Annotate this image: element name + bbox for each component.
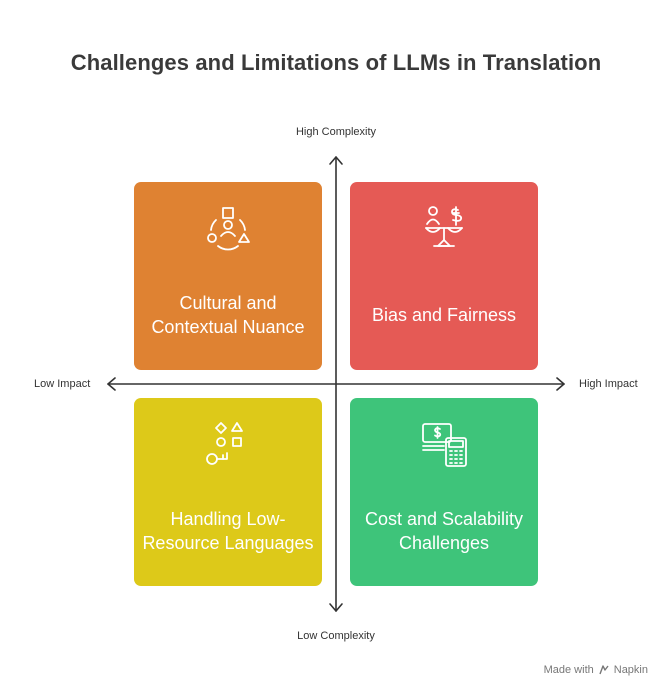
arrow-down-icon	[329, 603, 343, 612]
quadrant-label: Cultural and Contextual Nuance	[151, 293, 305, 337]
people-shapes-cycle-icon	[207, 207, 250, 251]
axis-label-top: High Complexity	[295, 126, 377, 138]
quadrant-cultural-nuance: Cultural and Contextual Nuance	[134, 182, 322, 370]
arrow-left-icon	[107, 377, 116, 391]
page-title: Challenges and Limitations of LLMs in Tr…	[70, 50, 602, 75]
arrow-up-icon	[329, 156, 343, 165]
quadrant-label: Bias and Fairness	[371, 305, 517, 325]
footer-brand: Napkin	[613, 664, 648, 676]
quadrant-low-resource-languages: Handling Low-Resource Languages	[134, 398, 322, 586]
axis-label-left: Low Impact	[34, 378, 91, 390]
shapes-key-icon	[206, 422, 243, 465]
napkin-logo-icon	[599, 665, 609, 675]
quadrant-label: Cost and Scalability Challenges	[364, 509, 524, 553]
axis-label-right: High Impact	[579, 378, 638, 390]
axis-label-bottom: Low Complexity	[297, 630, 375, 642]
arrow-right-icon	[556, 377, 565, 391]
person-dollar-scale-icon	[425, 206, 463, 247]
quadrant-cost-scalability: Cost and Scalability Challenges	[350, 398, 538, 586]
napkin-watermark[interactable]: Made with Napkin	[544, 664, 648, 676]
money-calculator-icon	[422, 423, 467, 467]
footer-made-with: Made with	[543, 664, 594, 676]
quadrant-bias-fairness: Bias and Fairness	[350, 182, 538, 370]
quadrant-label: Handling Low-Resource Languages	[142, 509, 314, 553]
